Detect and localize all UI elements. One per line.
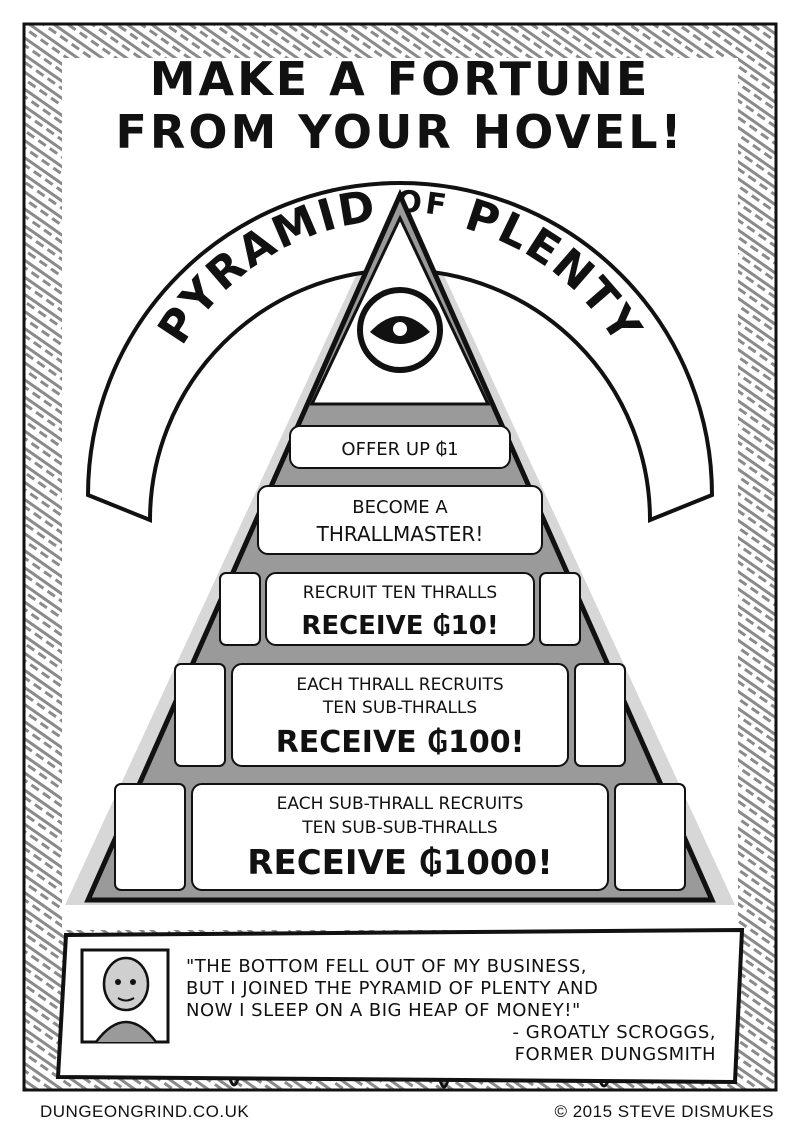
quote-line-2: BUT I JOINED THE PYRAMID OF PLENTY AND: [186, 978, 599, 999]
attribution-line-2: FORMER DUNGSMITH: [514, 1044, 716, 1065]
tier-row-1: [289, 425, 511, 469]
tier-row-3: [219, 572, 581, 646]
portrait-groatly-scroggs: [80, 948, 170, 1044]
eye-pupil: [393, 322, 407, 336]
footer-website: DUNGEONGRIND.CO.UK: [40, 1102, 250, 1121]
quote-line-1: "THE BOTTOM FELL OUT OF MY BUSINESS,: [186, 956, 587, 977]
tier-5-reward: RECEIVE ₲1000!: [247, 843, 552, 883]
banner-arch: [85, 181, 715, 523]
tier-5-line-1: EACH SUB-THRALL RECRUITS: [277, 794, 524, 814]
tier-5-line-2: TEN SUB-SUB-THRALLS: [301, 818, 497, 838]
attribution-line-1: - GROATLY SCROGGS,: [512, 1022, 716, 1043]
scroll-drip: [228, 1078, 610, 1089]
headline-line-2: FROM YOUR HOVEL!: [116, 105, 685, 159]
tier-row-2: [257, 485, 543, 555]
testimonial-scroll: [55, 927, 745, 1085]
tier-2-line-1: BECOME A: [352, 497, 448, 518]
headline-line-1: MAKE A FORTUNE: [150, 52, 651, 106]
tier-2-line-2: THRALLMASTER!: [316, 522, 484, 546]
tier-3-reward: RECEIVE ₲10!: [301, 611, 498, 641]
quote-line-3: NOW I SLEEP ON A BIG HEAP OF MONEY!": [186, 1000, 581, 1021]
tier-row-5: [114, 783, 686, 891]
tier-3-line-1: RECRUIT TEN THRALLS: [303, 583, 497, 603]
tier-4-reward: RECEIVE ₲100!: [276, 725, 525, 760]
tier-row-4: [174, 663, 626, 767]
footer-copyright: © 2015 STEVE DISMUKES: [554, 1102, 774, 1121]
tier-1-line-1: OFFER UP ₲1: [341, 439, 458, 460]
tier-4-line-2: TEN SUB-THRALLS: [322, 698, 477, 718]
testimonial-text: "THE BOTTOM FELL OUT OF MY BUSINESS, BUT…: [186, 956, 726, 1066]
tier-4-line-1: EACH THRALL RECRUITS: [296, 675, 503, 695]
